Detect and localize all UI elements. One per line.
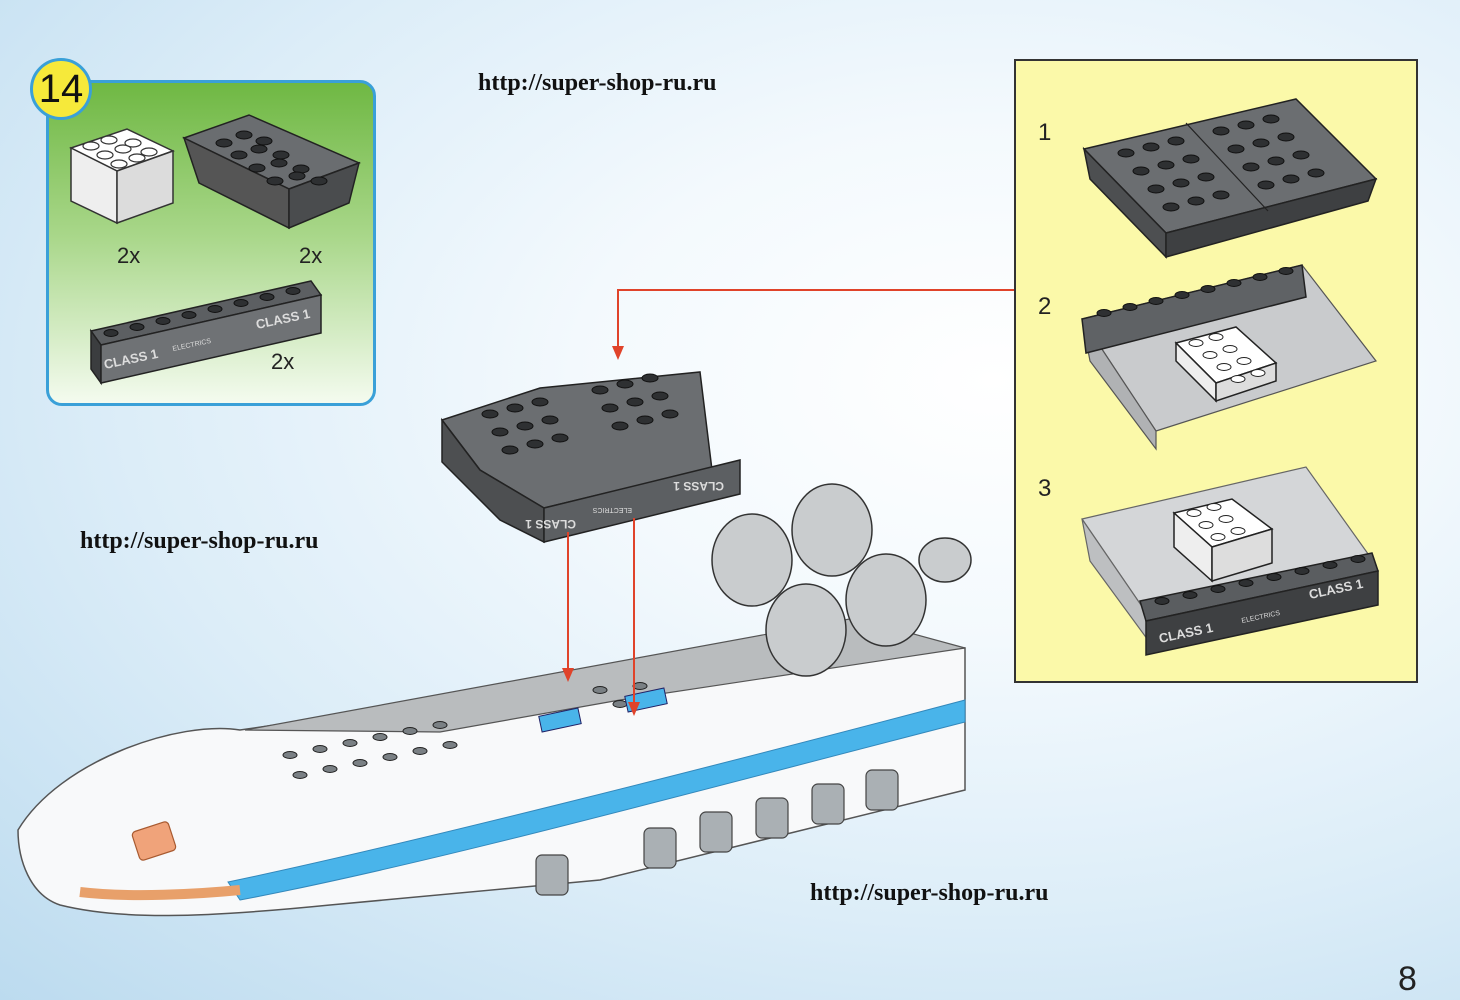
step-number-badge: 14 (30, 58, 92, 120)
watermark-left: http://super-shop-ru.ru (80, 528, 319, 554)
dark-slope-part (182, 114, 362, 230)
quantity-white-brick: 2x (117, 243, 141, 268)
roof-class-right-label: CLASS 1 (673, 479, 724, 493)
watermark-bottom: http://super-shop-ru.ru (810, 880, 1049, 906)
sub-step-3-model: CLASS 1 ELECTRICS CLASS 1 (1081, 466, 1379, 656)
placement-arrow-left-head (562, 668, 574, 682)
roof-piece-model: CLASS 1 ELECTRICS CLASS 1 (440, 371, 741, 544)
class-plate-part: CLASS 1 ELECTRICS CLASS 1 (89, 280, 323, 386)
parts-list-panel: CLASS 1 ELECTRICS CLASS 1 2x 2x 2x (46, 80, 376, 406)
roof-electrics-label: ELECTRICS (592, 506, 632, 513)
placement-arrow-right-head (628, 702, 640, 716)
sub-step-2-model (1081, 264, 1377, 451)
sub-step-2-number: 2 (1038, 293, 1052, 320)
page-number: 8 (1398, 960, 1417, 998)
quantity-slope-plate: 2x (299, 243, 323, 268)
sub-step-3-number: 3 (1038, 475, 1052, 502)
sub-step-1-model (1082, 98, 1378, 259)
train-car-model (17, 483, 972, 917)
quantity-class-plate: 2x (271, 349, 295, 374)
sub-step-1-number: 1 (1038, 119, 1052, 146)
roof-class-left-label: CLASS 1 (525, 517, 576, 531)
sub-assembly-panel: 1 2 3 (1014, 59, 1418, 683)
parts-illustration: CLASS 1 ELECTRICS CLASS 1 (69, 114, 362, 386)
sub-assembly-illustration: CLASS 1 ELECTRICS CLASS 1 (1081, 98, 1379, 656)
white-brick-part (69, 128, 175, 225)
callout-arrow-head (612, 346, 624, 360)
callout-arrow-line (617, 289, 1014, 352)
watermark-top: http://super-shop-ru.ru (478, 70, 717, 96)
